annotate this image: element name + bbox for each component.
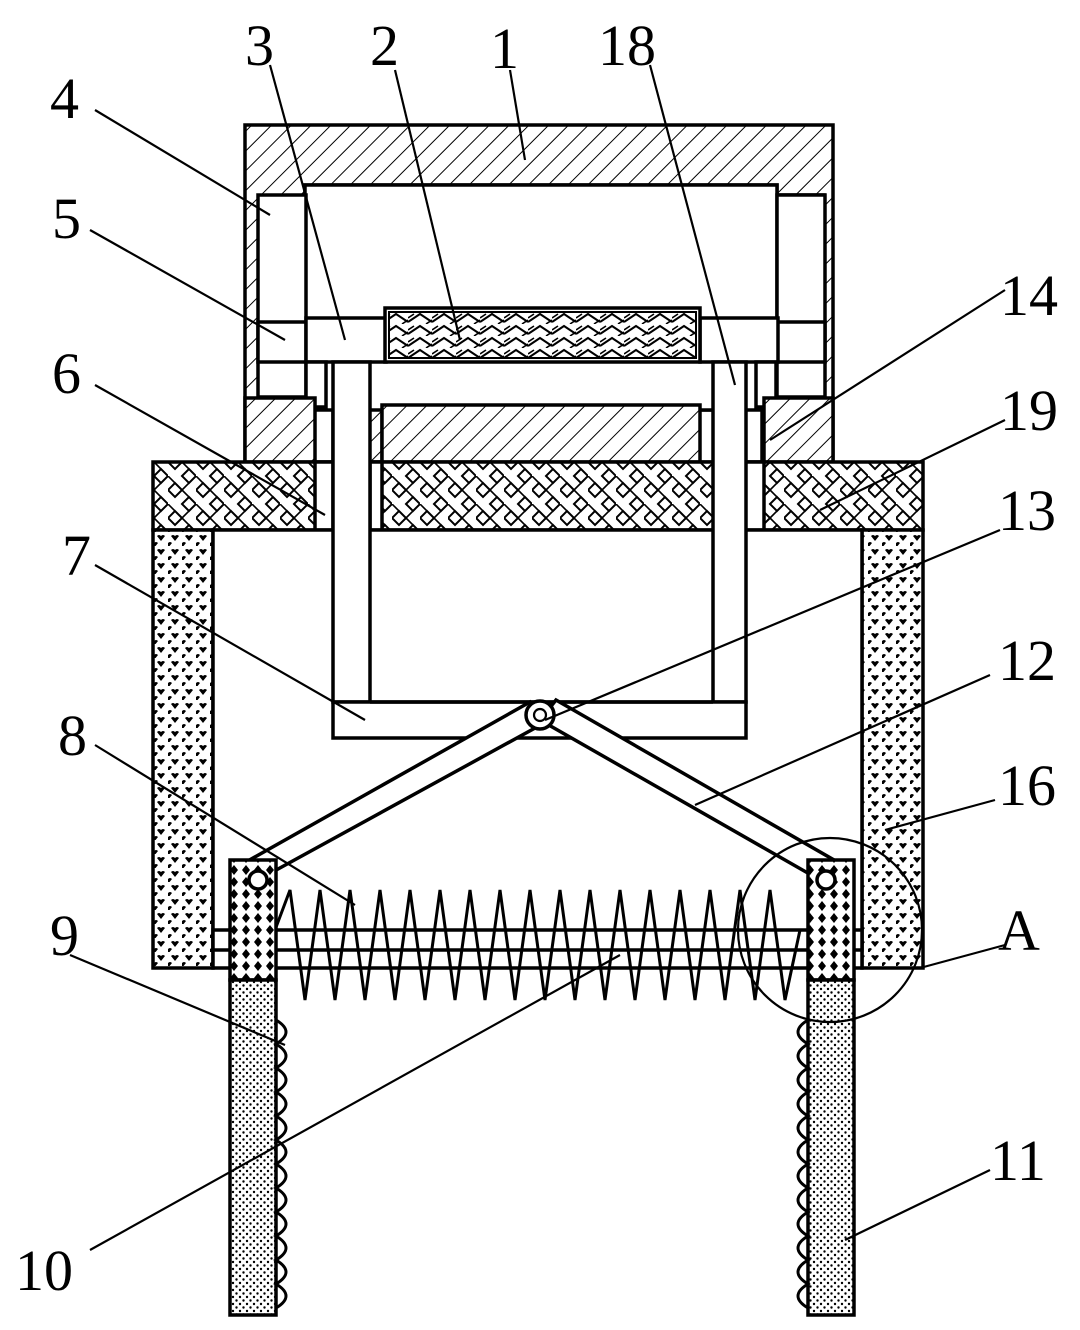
label-7: 7 <box>62 523 91 588</box>
label-5: 5 <box>52 186 81 251</box>
left-wall <box>151 528 215 970</box>
cavity <box>211 528 864 970</box>
label-A: A <box>998 898 1040 963</box>
label-4: 4 <box>50 66 79 131</box>
part-labels: 1 2 3 18 4 5 6 7 8 9 10 14 19 13 12 16 A… <box>15 13 1058 1303</box>
label-12: 12 <box>998 628 1056 693</box>
spring-assembly <box>211 889 864 1001</box>
label-11: 11 <box>990 1128 1046 1193</box>
label-8: 8 <box>58 703 87 768</box>
inner-chamber <box>256 183 827 412</box>
label-1: 1 <box>490 16 519 81</box>
label-14: 14 <box>1000 263 1058 328</box>
label-6: 6 <box>52 341 81 406</box>
label-16: 16 <box>998 753 1056 818</box>
label-13: 13 <box>998 478 1056 543</box>
right-leg <box>796 858 856 1317</box>
middle-plate <box>151 460 925 532</box>
label-9: 9 <box>50 903 79 968</box>
hatched-block-left <box>243 396 317 464</box>
detail-circle-a <box>736 836 924 1024</box>
label-10: 10 <box>15 1238 73 1303</box>
label-3: 3 <box>245 13 274 78</box>
leader-lines <box>69 64 1006 1251</box>
center-bar <box>383 306 702 364</box>
right-wall <box>860 528 925 970</box>
left-leg <box>228 858 288 1317</box>
hatched-block <box>380 403 702 464</box>
label-2: 2 <box>370 13 399 78</box>
label-18: 18 <box>598 13 656 78</box>
hatched-block-right <box>762 396 835 464</box>
label-19: 19 <box>1000 378 1058 443</box>
